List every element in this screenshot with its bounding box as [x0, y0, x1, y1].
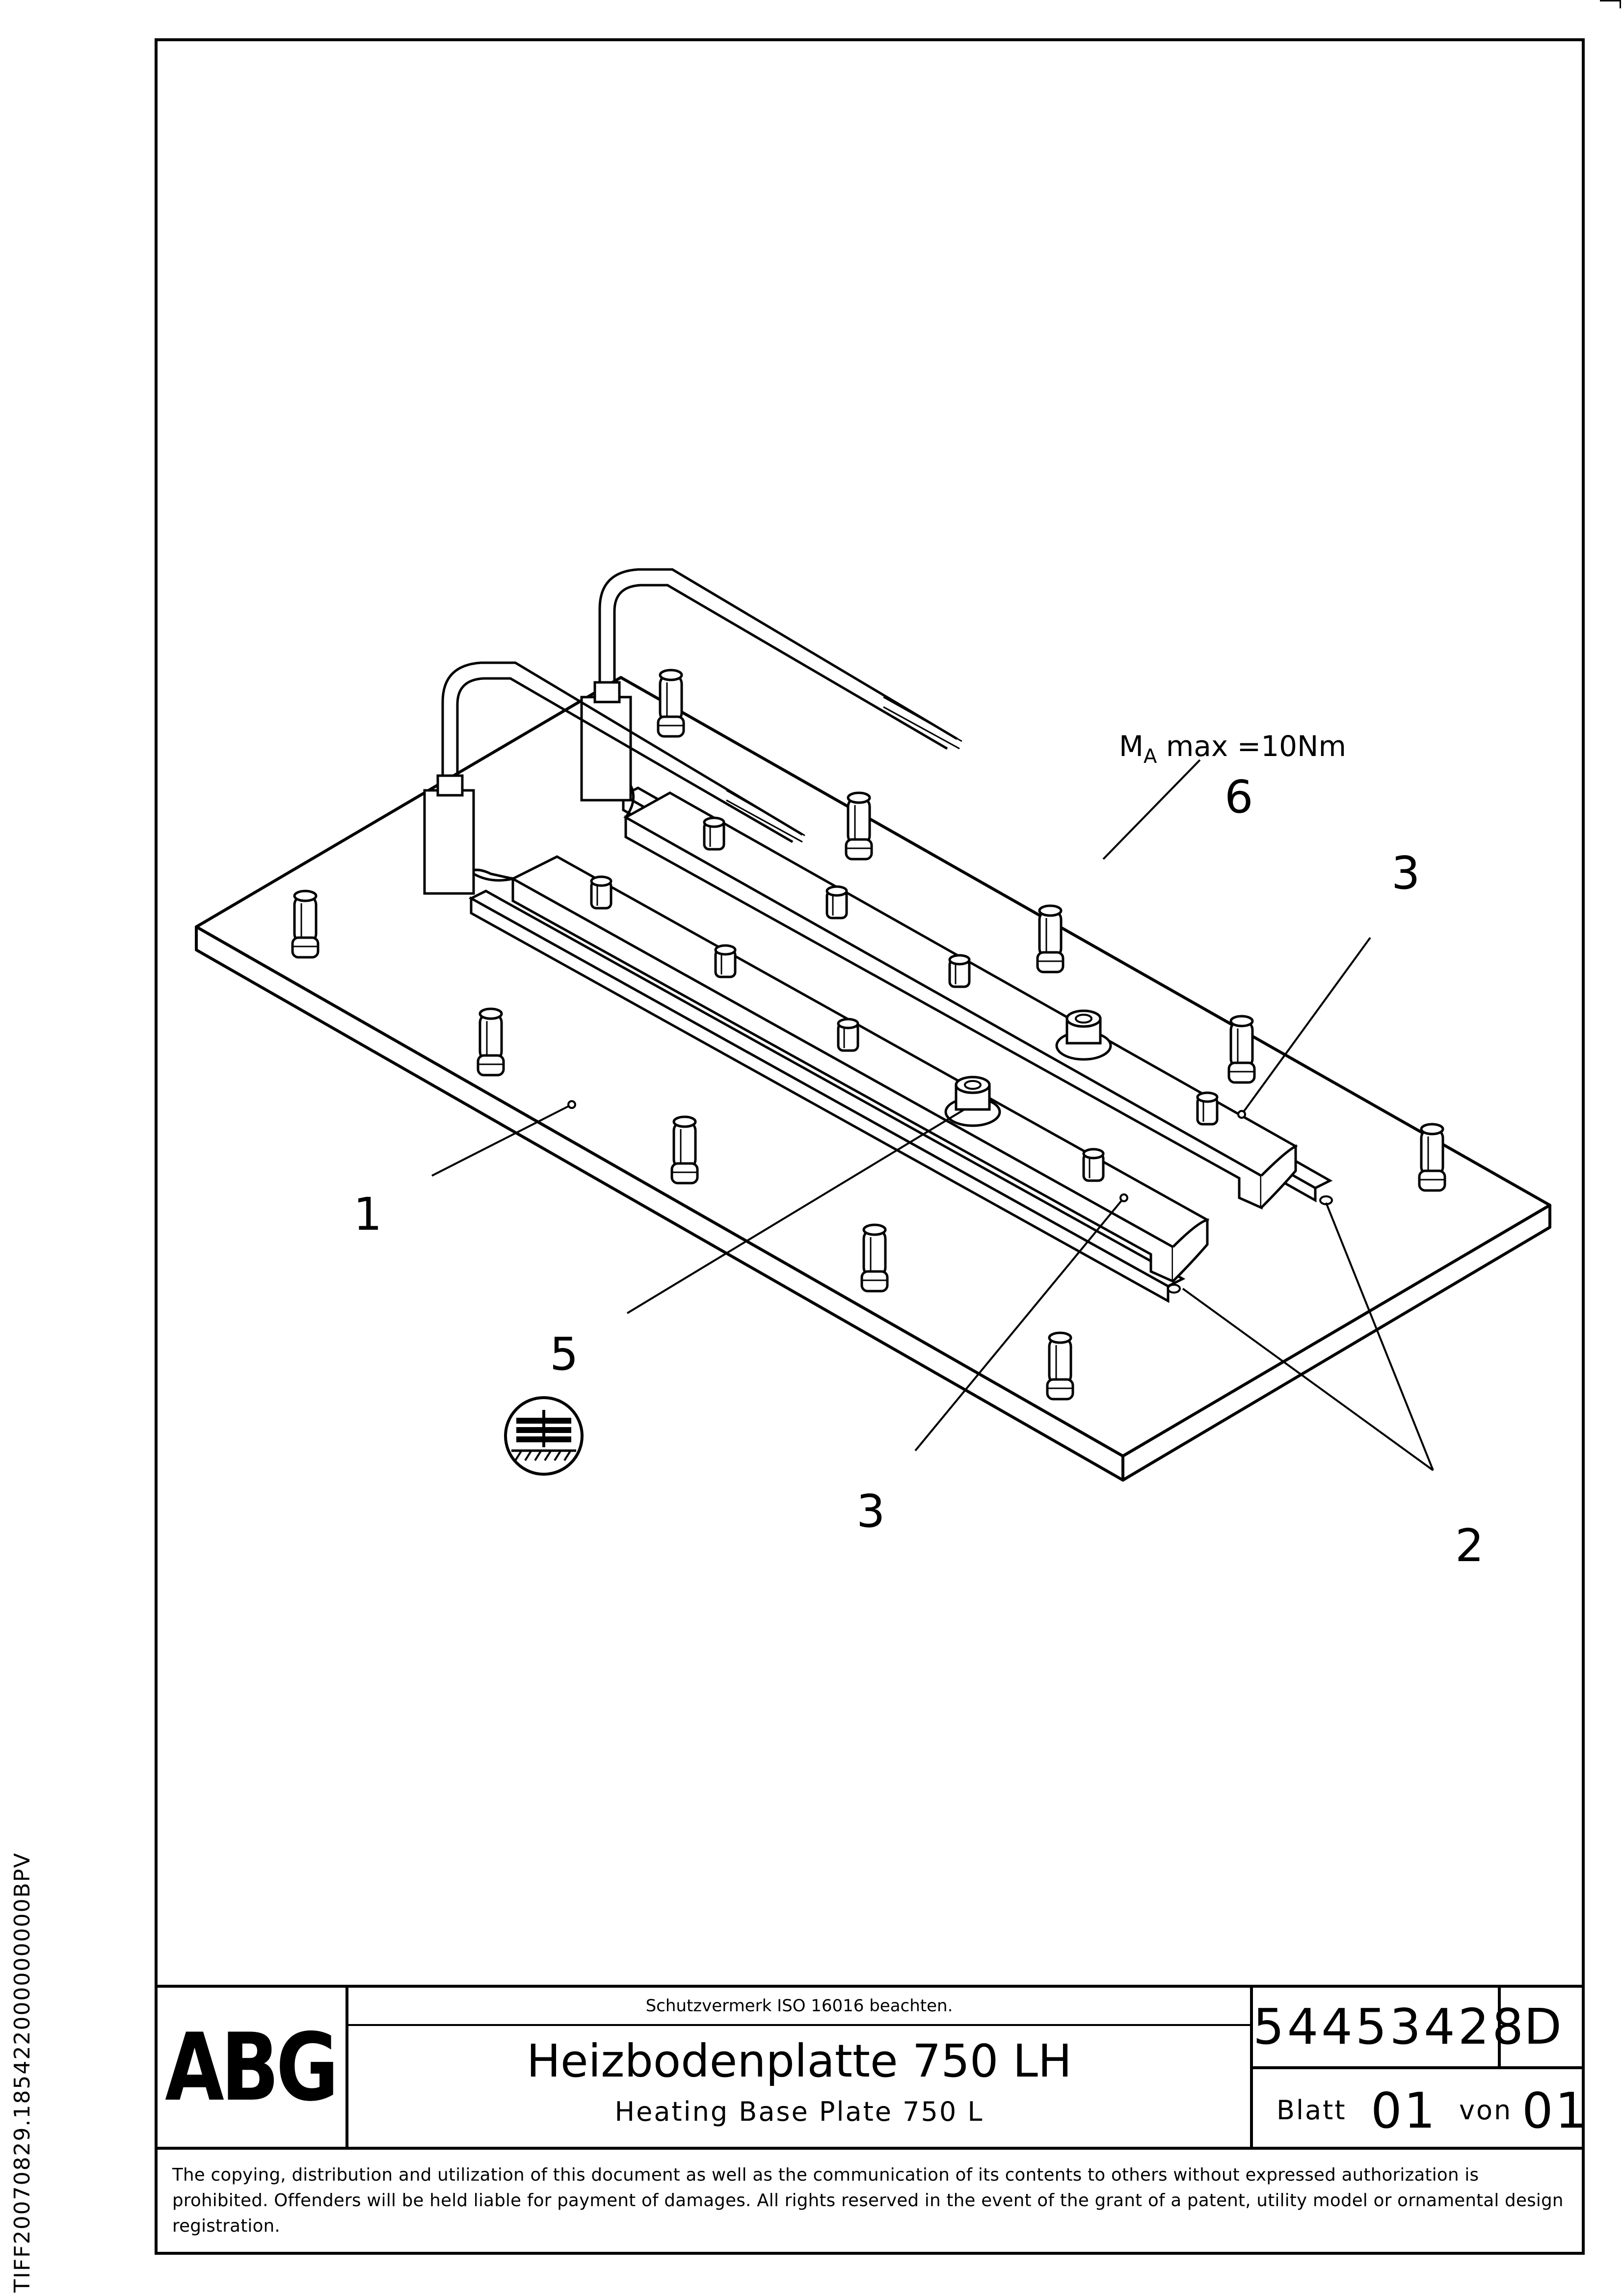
sheet-total: 01 — [1522, 2082, 1589, 2139]
sheet-row: Blatt 01 von 01 — [1253, 2069, 1589, 2147]
callout-5: 5 — [550, 1328, 579, 1380]
torque-rest: max =10Nm — [1157, 729, 1346, 763]
torque-sub: A — [1144, 745, 1157, 768]
sheet-label: Blatt — [1277, 2095, 1347, 2126]
torque-main: M — [1119, 729, 1144, 763]
protection-notice: Schutzvermerk ISO 16016 beachten. — [348, 1988, 1250, 2026]
stacked-plates-symbol-icon — [504, 1396, 584, 1476]
document-info: 54453428 D Blatt 01 von 01 — [1253, 1988, 1589, 2147]
document-number: 54453428 — [1253, 1988, 1523, 2066]
sheet-number: 01 — [1371, 2082, 1437, 2139]
company-logo: ABG — [155, 1988, 348, 2147]
leader-lines — [431, 759, 1434, 1471]
title-english: Heating Base Plate 750 L — [614, 2096, 984, 2127]
cable-connectors — [423, 568, 962, 895]
title-area: Schutzvermerk ISO 16016 beachten. Heizbo… — [348, 1988, 1253, 2147]
of-label: von — [1459, 2095, 1513, 2126]
callout-1: 1 — [353, 1188, 382, 1241]
heating-rail-front — [460, 855, 1210, 1303]
drawing-frame — [155, 38, 1585, 2255]
title-german: Heizbodenplatte 750 LH — [526, 2035, 1072, 2087]
callout-3b: 3 — [856, 1485, 885, 1538]
copyright-notice: The copying, distribution and utilizatio… — [155, 2147, 1585, 2255]
hex-nuts — [944, 1009, 1112, 1127]
callout-2: 2 — [1455, 1519, 1484, 1572]
callout-6: 6 — [1224, 771, 1253, 823]
torque-annotation: MA max =10Nm — [1119, 729, 1346, 768]
revision: D — [1523, 1998, 1562, 2055]
title-block: ABG Schutzvermerk ISO 16016 beachten. He… — [155, 1985, 1589, 2147]
callout-3a: 3 — [1391, 847, 1420, 899]
document-number-row: 54453428 D — [1253, 1988, 1585, 2069]
logo-text: ABG — [164, 2013, 339, 2122]
corner-mark — [1600, 0, 1621, 8]
callout-labels: 1 2 3 3 5 6 MA max =10Nm — [353, 729, 1484, 1572]
